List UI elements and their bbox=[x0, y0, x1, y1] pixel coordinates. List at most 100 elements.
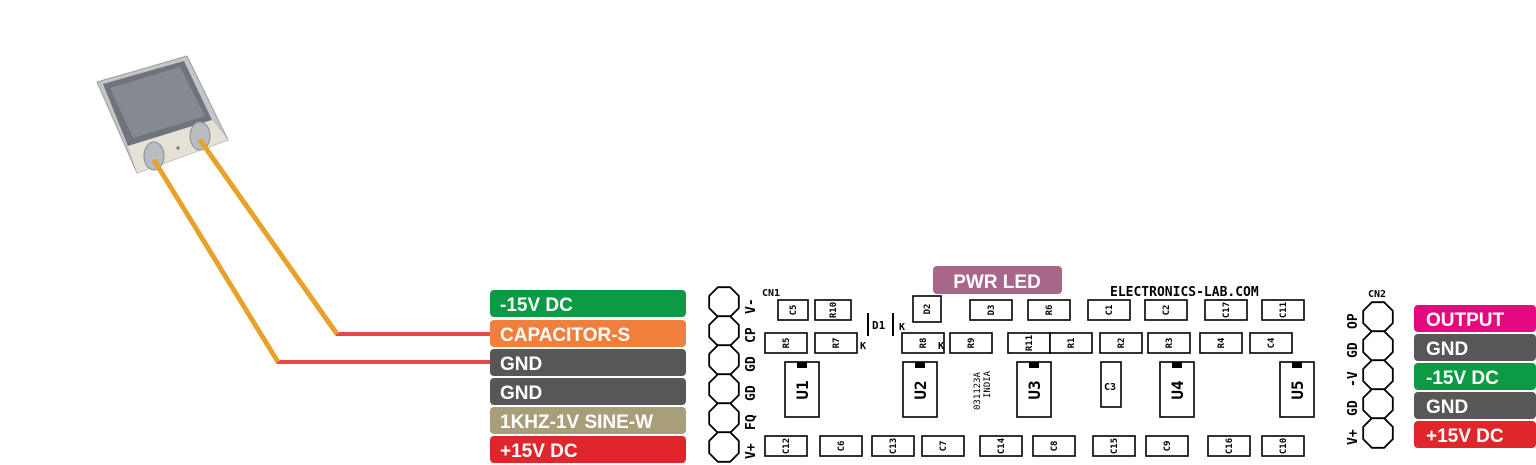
cn1-pad bbox=[708, 373, 740, 405]
label-bg bbox=[1414, 392, 1536, 419]
label-bg bbox=[490, 407, 686, 434]
component-d3 bbox=[969, 299, 1013, 321]
ic-u2-label: U2 bbox=[911, 380, 930, 399]
label-bg bbox=[1414, 334, 1536, 361]
ic-notch bbox=[915, 362, 925, 368]
cn1-pin-label: V+ bbox=[744, 443, 759, 459]
cn1-pad bbox=[708, 431, 740, 463]
component-c2-label: C2 bbox=[1162, 305, 1172, 316]
label-bg bbox=[490, 436, 686, 463]
component-c11 bbox=[1261, 299, 1305, 321]
cn1-pads bbox=[708, 286, 740, 463]
component-c14 bbox=[979, 435, 1023, 457]
ic-u1 bbox=[784, 361, 820, 418]
cn2-pin-label: -V bbox=[1346, 371, 1361, 387]
cn2-pad bbox=[1362, 359, 1394, 391]
label-bg bbox=[1414, 363, 1536, 390]
label-bg bbox=[1414, 305, 1536, 332]
cn2-pin-label: GD bbox=[1346, 400, 1361, 416]
component-r5 bbox=[764, 332, 808, 354]
ic-u1-label: U1 bbox=[793, 380, 812, 399]
component-r5-label: R5 bbox=[782, 338, 792, 349]
component-r1 bbox=[1049, 332, 1093, 354]
component-r6 bbox=[1027, 299, 1071, 321]
cn1-label: CN1 bbox=[762, 288, 780, 299]
label-bg bbox=[490, 349, 686, 376]
ic-notch bbox=[1292, 362, 1302, 368]
cn2-pads bbox=[1362, 301, 1394, 449]
label-bg bbox=[490, 320, 686, 347]
component-c16 bbox=[1207, 435, 1251, 457]
left-label-gnd-1: GND bbox=[500, 354, 542, 375]
cn2-label: CN2 bbox=[1368, 289, 1386, 300]
right-connector-labels: OUTPUT GND -15V DC GND +15V DC bbox=[1414, 305, 1536, 448]
component-c6-label: C6 bbox=[837, 441, 847, 452]
component-c1-label: C1 bbox=[1105, 305, 1115, 316]
ic-u4 bbox=[1159, 361, 1195, 418]
cn2-pad bbox=[1362, 330, 1394, 362]
component-c5 bbox=[777, 299, 809, 321]
right-label-gnd-1: GND bbox=[1426, 339, 1468, 360]
component-d3-label: D3 bbox=[987, 305, 997, 316]
component-r9-label: R9 bbox=[967, 338, 977, 349]
component-c4-label: C4 bbox=[1267, 337, 1277, 348]
cn2-pad bbox=[1362, 388, 1394, 420]
right-label-pos15v: +15V DC bbox=[1426, 426, 1504, 447]
component-r10 bbox=[814, 299, 852, 321]
left-label-pos15v: +15V DC bbox=[500, 441, 578, 462]
component-c2 bbox=[1144, 299, 1188, 321]
k-mark-2: K bbox=[860, 341, 866, 352]
cn1-pad bbox=[708, 344, 740, 376]
right-label-output: OUTPUT bbox=[1426, 310, 1505, 331]
ic-u5 bbox=[1279, 361, 1315, 418]
board-code: 031123A bbox=[973, 371, 983, 410]
component-c8 bbox=[1032, 435, 1076, 457]
capacitive-sensor bbox=[96, 55, 229, 174]
component-d2 bbox=[912, 295, 942, 323]
left-connector-labels: -15V DC CAPACITOR-S GND GND 1KHZ-1V SINE… bbox=[490, 290, 686, 463]
component-r3 bbox=[1147, 332, 1191, 354]
component-c3 bbox=[1100, 361, 1122, 408]
component-c7-label: C7 bbox=[939, 441, 949, 452]
component-r9 bbox=[949, 332, 993, 354]
component-c13 bbox=[871, 435, 915, 457]
label-bg bbox=[490, 378, 686, 405]
label-bg bbox=[1414, 421, 1536, 448]
component-c17 bbox=[1204, 299, 1248, 321]
component-c14-label: C14 bbox=[997, 437, 1007, 454]
component-r11-label: R11 bbox=[1025, 335, 1035, 351]
component-c10 bbox=[1261, 435, 1305, 457]
pwr-led-badge bbox=[933, 266, 1062, 294]
cn1-pad bbox=[708, 402, 740, 434]
right-label-neg15v: -15V DC bbox=[1426, 368, 1499, 389]
component-c9-label: C9 bbox=[1163, 441, 1173, 452]
component-c12 bbox=[764, 435, 808, 457]
board-origin: INDIA bbox=[983, 370, 993, 398]
component-c8-label: C8 bbox=[1050, 441, 1060, 452]
component-r2 bbox=[1099, 332, 1143, 354]
component-c4 bbox=[1249, 332, 1293, 354]
website-label: ELECTRONICS-LAB.COM bbox=[1110, 285, 1259, 300]
cn2-pad bbox=[1362, 417, 1394, 449]
cn2-pin-label: V+ bbox=[1346, 429, 1361, 445]
c3-label: C3 bbox=[1104, 382, 1116, 393]
wire-gnd bbox=[152, 158, 492, 364]
ic-u5-label: U5 bbox=[1288, 380, 1307, 399]
component-r7 bbox=[814, 332, 858, 354]
cn1-pad bbox=[708, 286, 740, 318]
sensor-lead-1 bbox=[197, 138, 340, 336]
component-r7-label: R7 bbox=[832, 338, 842, 349]
component-c9 bbox=[1145, 435, 1189, 457]
cn1-pad bbox=[708, 315, 740, 347]
component-c16-label: C16 bbox=[1225, 438, 1235, 454]
diode-d1: D1 bbox=[867, 313, 894, 336]
cn2-pad bbox=[1362, 301, 1394, 333]
component-r8 bbox=[901, 332, 945, 354]
component-r10-label: R10 bbox=[829, 302, 839, 318]
